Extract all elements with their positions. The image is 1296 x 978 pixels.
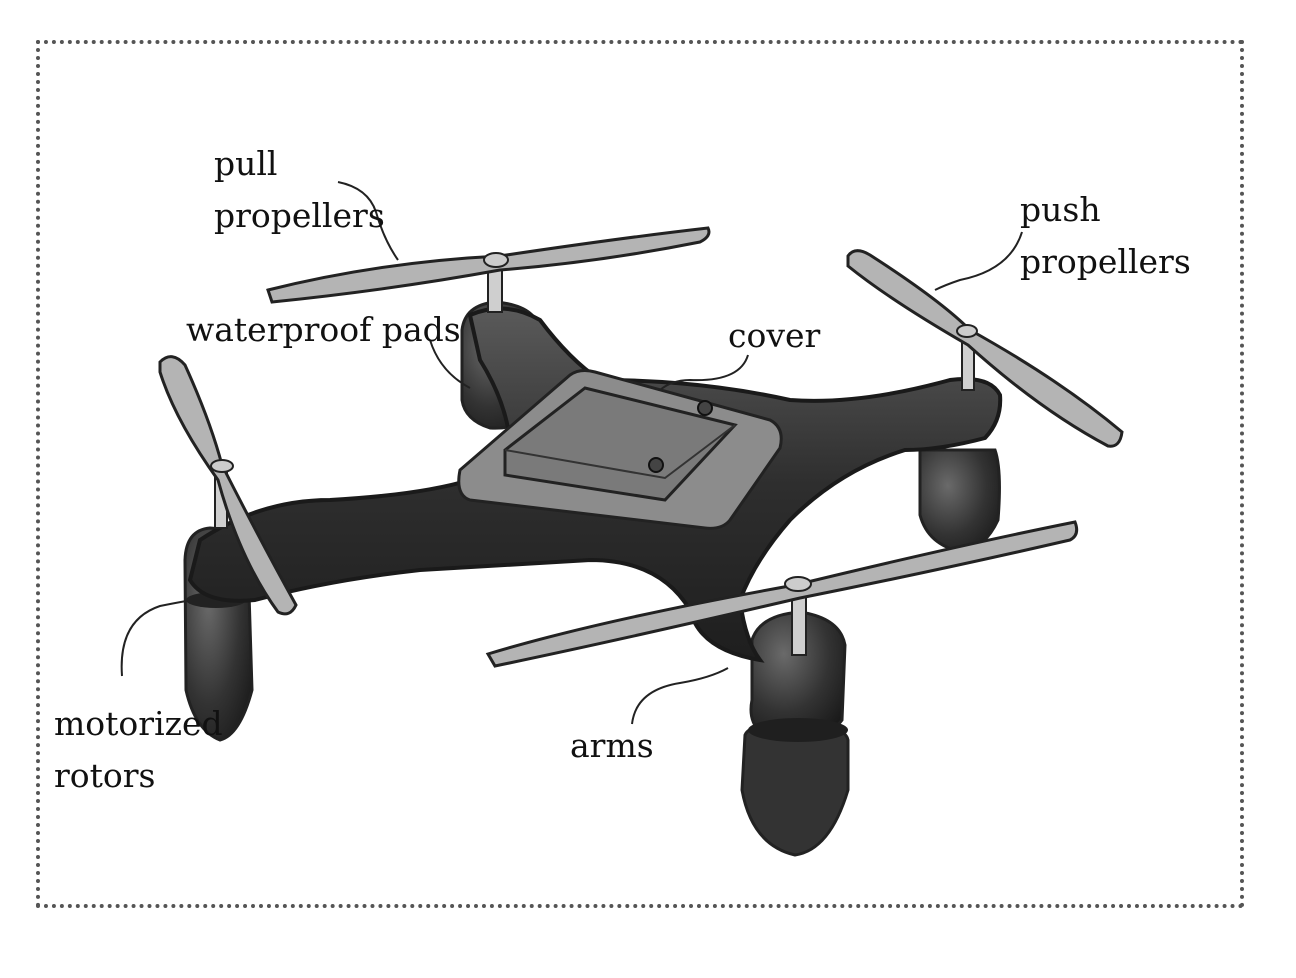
label-waterproof-pads: waterproof pads (186, 304, 461, 356)
leader-waterproof-pads (429, 339, 471, 389)
label-motorized-rotors: motorized rotors (54, 698, 223, 802)
label-motorized-rotors-line2: rotors (54, 756, 156, 795)
label-motorized-rotors-line1: motorized (54, 704, 223, 743)
propeller-front-left (158, 355, 298, 616)
label-arms-text: arms (570, 726, 654, 765)
label-pull-propellers: pull propellers (214, 138, 385, 242)
cover-assembly (457, 369, 783, 530)
label-cover-text: cover (728, 316, 821, 355)
label-pull-propellers-line1: pull (214, 144, 278, 183)
leader-pull-propellers (337, 181, 399, 261)
dotted-frame (36, 40, 1244, 908)
propeller-front-right (485, 520, 1079, 668)
label-cover: cover (728, 310, 820, 362)
label-pull-propellers-line2: propellers (214, 196, 385, 235)
propeller-back-right (846, 249, 1124, 448)
label-push-propellers-line1: push (1020, 190, 1101, 229)
label-push-propellers: push propellers (1020, 184, 1191, 288)
leader-push-propellers (934, 231, 1023, 291)
label-push-propellers-line2: propellers (1020, 242, 1191, 281)
leader-lines (120, 181, 1023, 725)
rotor-front-right (740, 610, 850, 857)
label-waterproof-pads-text: waterproof pads (186, 310, 461, 349)
propeller-back-left (266, 226, 711, 304)
leader-arms (631, 667, 729, 725)
label-arms: arms (570, 720, 654, 772)
rotor-back-right (918, 448, 1001, 554)
leader-cover (659, 354, 749, 391)
leader-motorized-rotors (120, 597, 206, 677)
